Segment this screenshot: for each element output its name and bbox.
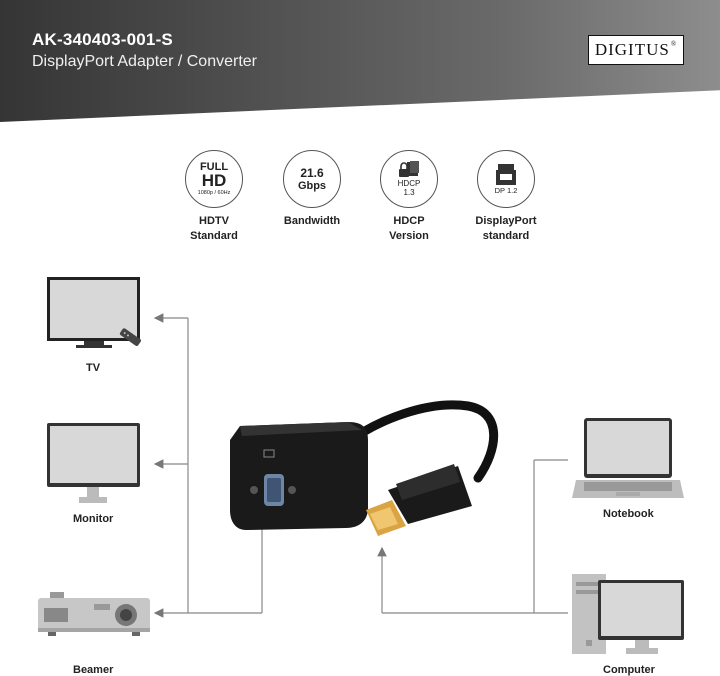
hdcp-icon: HDCP 1.3 [380, 150, 438, 208]
feature-full-hd: FULL HD 1080p / 60Hz HDTV Standard [164, 150, 264, 244]
full-hd-line1: FULL [199, 160, 229, 173]
bandwidth-unit: Gbps [297, 179, 327, 192]
feature-label-line2: standard [482, 230, 530, 242]
hdcp-line2: 1.3 [403, 188, 415, 197]
feature-bandwidth: 21.6 Gbps Bandwidth [262, 150, 362, 229]
feature-label: HDCP Version [359, 214, 459, 244]
feature-label-line2: Version [389, 230, 429, 242]
feature-label: DisplayPort standard [456, 214, 556, 244]
monitor-icon [47, 423, 140, 503]
dp-version: DP 1.2 [494, 185, 518, 195]
feature-label: HDTV Standard [164, 214, 264, 244]
computer-label: Computer [603, 664, 655, 676]
feature-label-line1: Bandwidth [283, 215, 341, 227]
feature-displayport: DP 1.2 DisplayPort standard [456, 150, 556, 244]
feature-label-line1: HDTV [199, 215, 229, 227]
feature-label: Bandwidth [262, 214, 362, 229]
brand-registered-mark: ® [670, 40, 678, 48]
bandwidth-value: 21.6 [300, 165, 324, 180]
hdcp-line1: HDCP [397, 179, 421, 188]
tv-label: TV [86, 362, 101, 374]
feature-label-line1: DisplayPort [475, 215, 537, 227]
monitor-label: Monitor [73, 513, 114, 525]
displayport-icon: DP 1.2 [477, 150, 535, 208]
brand-name: DIGITUS [594, 40, 670, 59]
beamer-icon [38, 592, 150, 636]
displayport-adapter-icon [230, 400, 499, 536]
tv-icon [47, 277, 141, 348]
product-subtitle: DisplayPort Adapter / Converter [32, 53, 257, 70]
feature-label-line2: Standard [190, 230, 238, 242]
full-hd-line3: 1080p / 60Hz [197, 189, 231, 196]
full-hd-line2: HD [201, 170, 227, 190]
notebook-label: Notebook [603, 508, 654, 520]
feature-label-line1: HDCP [393, 215, 425, 227]
lock-document-icon [399, 161, 419, 177]
bandwidth-icon: 21.6 Gbps [283, 150, 341, 208]
computer-icon [572, 574, 684, 654]
notebook-icon [572, 418, 684, 498]
dp-connector-icon [496, 163, 516, 185]
brand-logo: DIGITUS® [588, 35, 684, 65]
full-hd-icon: FULL HD 1080p / 60Hz [185, 150, 243, 208]
beamer-label: Beamer [73, 664, 114, 676]
feature-hdcp: HDCP 1.3 HDCP Version [359, 150, 459, 244]
product-sku: AK-340403-001-S [32, 30, 173, 49]
